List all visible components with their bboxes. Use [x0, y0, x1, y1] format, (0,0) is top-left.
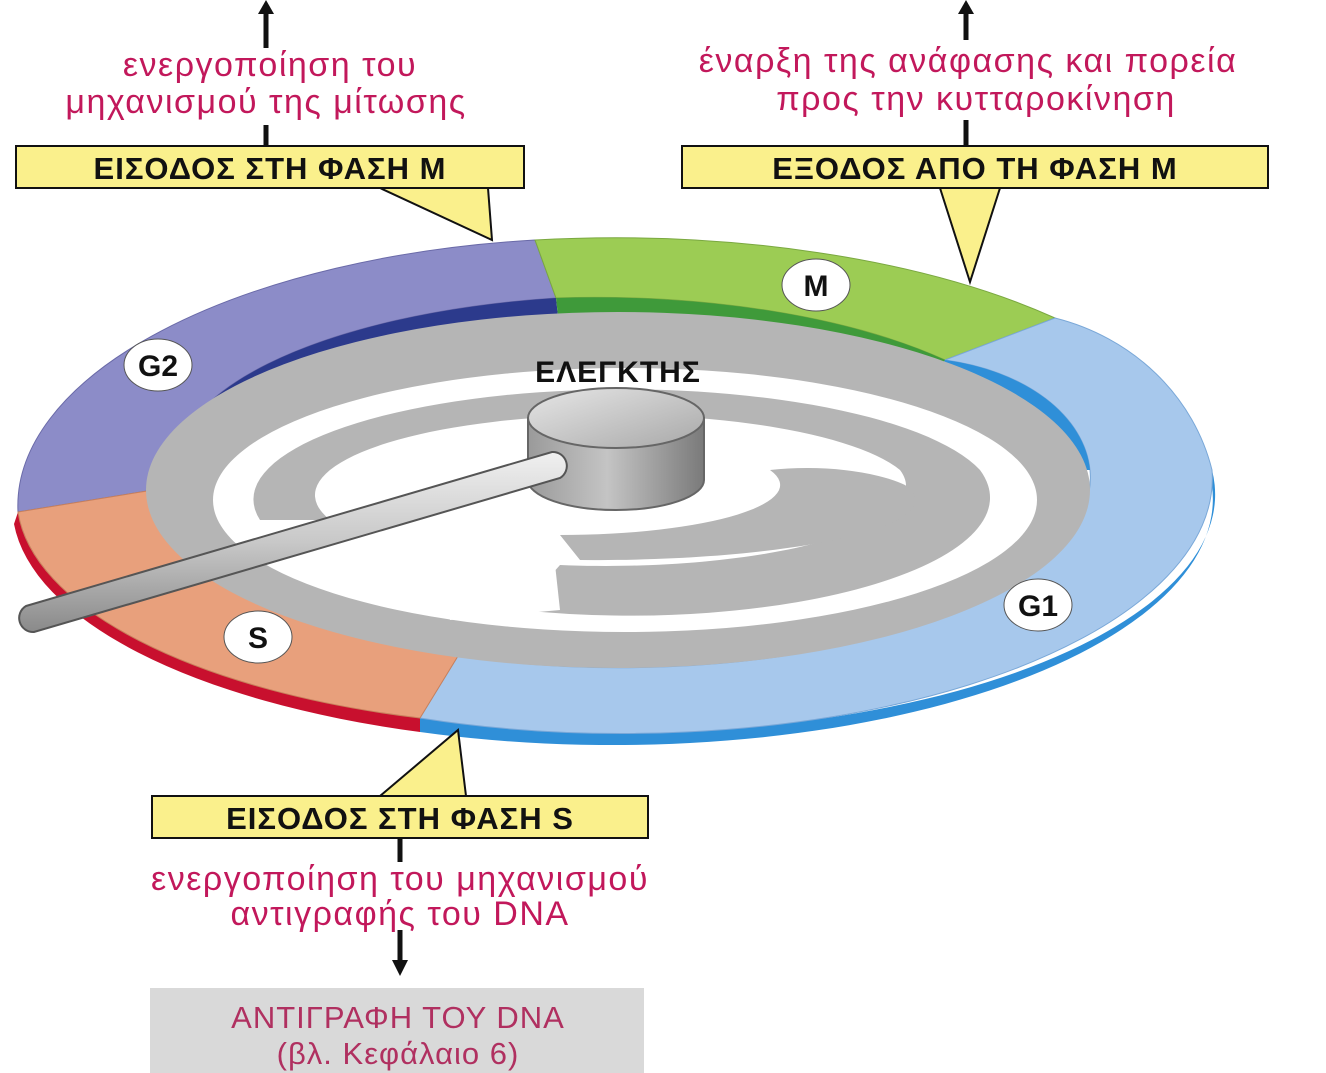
bottom-note-line1: ενεργοποίηση του μηχανισμού	[151, 860, 649, 898]
phase-g1-label: G1	[1018, 590, 1058, 623]
top-left-note-line1: ενεργοποίηση του	[123, 46, 417, 84]
dna-replication-title: ΑΝΤΙΓΡΑΦΗ ΤΟΥ DNA	[231, 1000, 565, 1035]
phase-g2-label: G2	[138, 350, 178, 383]
entry-m-label: ΕΙΣΟΔΟΣ ΣΤΗ ΦΑΣΗ M	[94, 151, 447, 186]
entry-s-label: ΕΙΣΟΔΟΣ ΣΤΗ ΦΑΣΗ S	[226, 801, 574, 836]
bottom-note-line2: αντιγραφής του DNA	[230, 895, 569, 933]
phase-s-badge: S	[224, 611, 292, 663]
controller-knob	[528, 388, 704, 510]
callout-entry-m: ΕΙΣΟΔΟΣ ΣΤΗ ΦΑΣΗ M	[16, 146, 524, 240]
dna-replication-reference: (βλ. Κεφάλαιο 6)	[277, 1036, 520, 1071]
phase-m-badge: M	[782, 259, 850, 311]
exit-m-label: ΕΞΟΔΟΣ ΑΠΟ ΤΗ ΦΑΣΗ M	[772, 151, 1177, 186]
callout-entry-s: ΕΙΣΟΔΟΣ ΣΤΗ ΦΑΣΗ S	[152, 730, 648, 838]
phase-s-label: S	[248, 622, 268, 655]
phase-g1-badge: G1	[1004, 579, 1072, 631]
dna-replication-box: ΑΝΤΙΓΡΑΦΗ ΤΟΥ DNA (βλ. Κεφάλαιο 6)	[150, 988, 644, 1073]
top-right-note-line1: έναρξη της ανάφασης και πορεία	[699, 42, 1237, 80]
controller-label: ΕΛΕΓΚΤΗΣ	[535, 356, 701, 389]
top-right-note-line2: προς την κυτταροκίνηση	[776, 80, 1176, 118]
phase-m-label: M	[804, 270, 829, 303]
phase-g2-badge: G2	[124, 339, 192, 391]
top-left-note-line2: μηχανισμού της μίτωσης	[65, 83, 466, 121]
